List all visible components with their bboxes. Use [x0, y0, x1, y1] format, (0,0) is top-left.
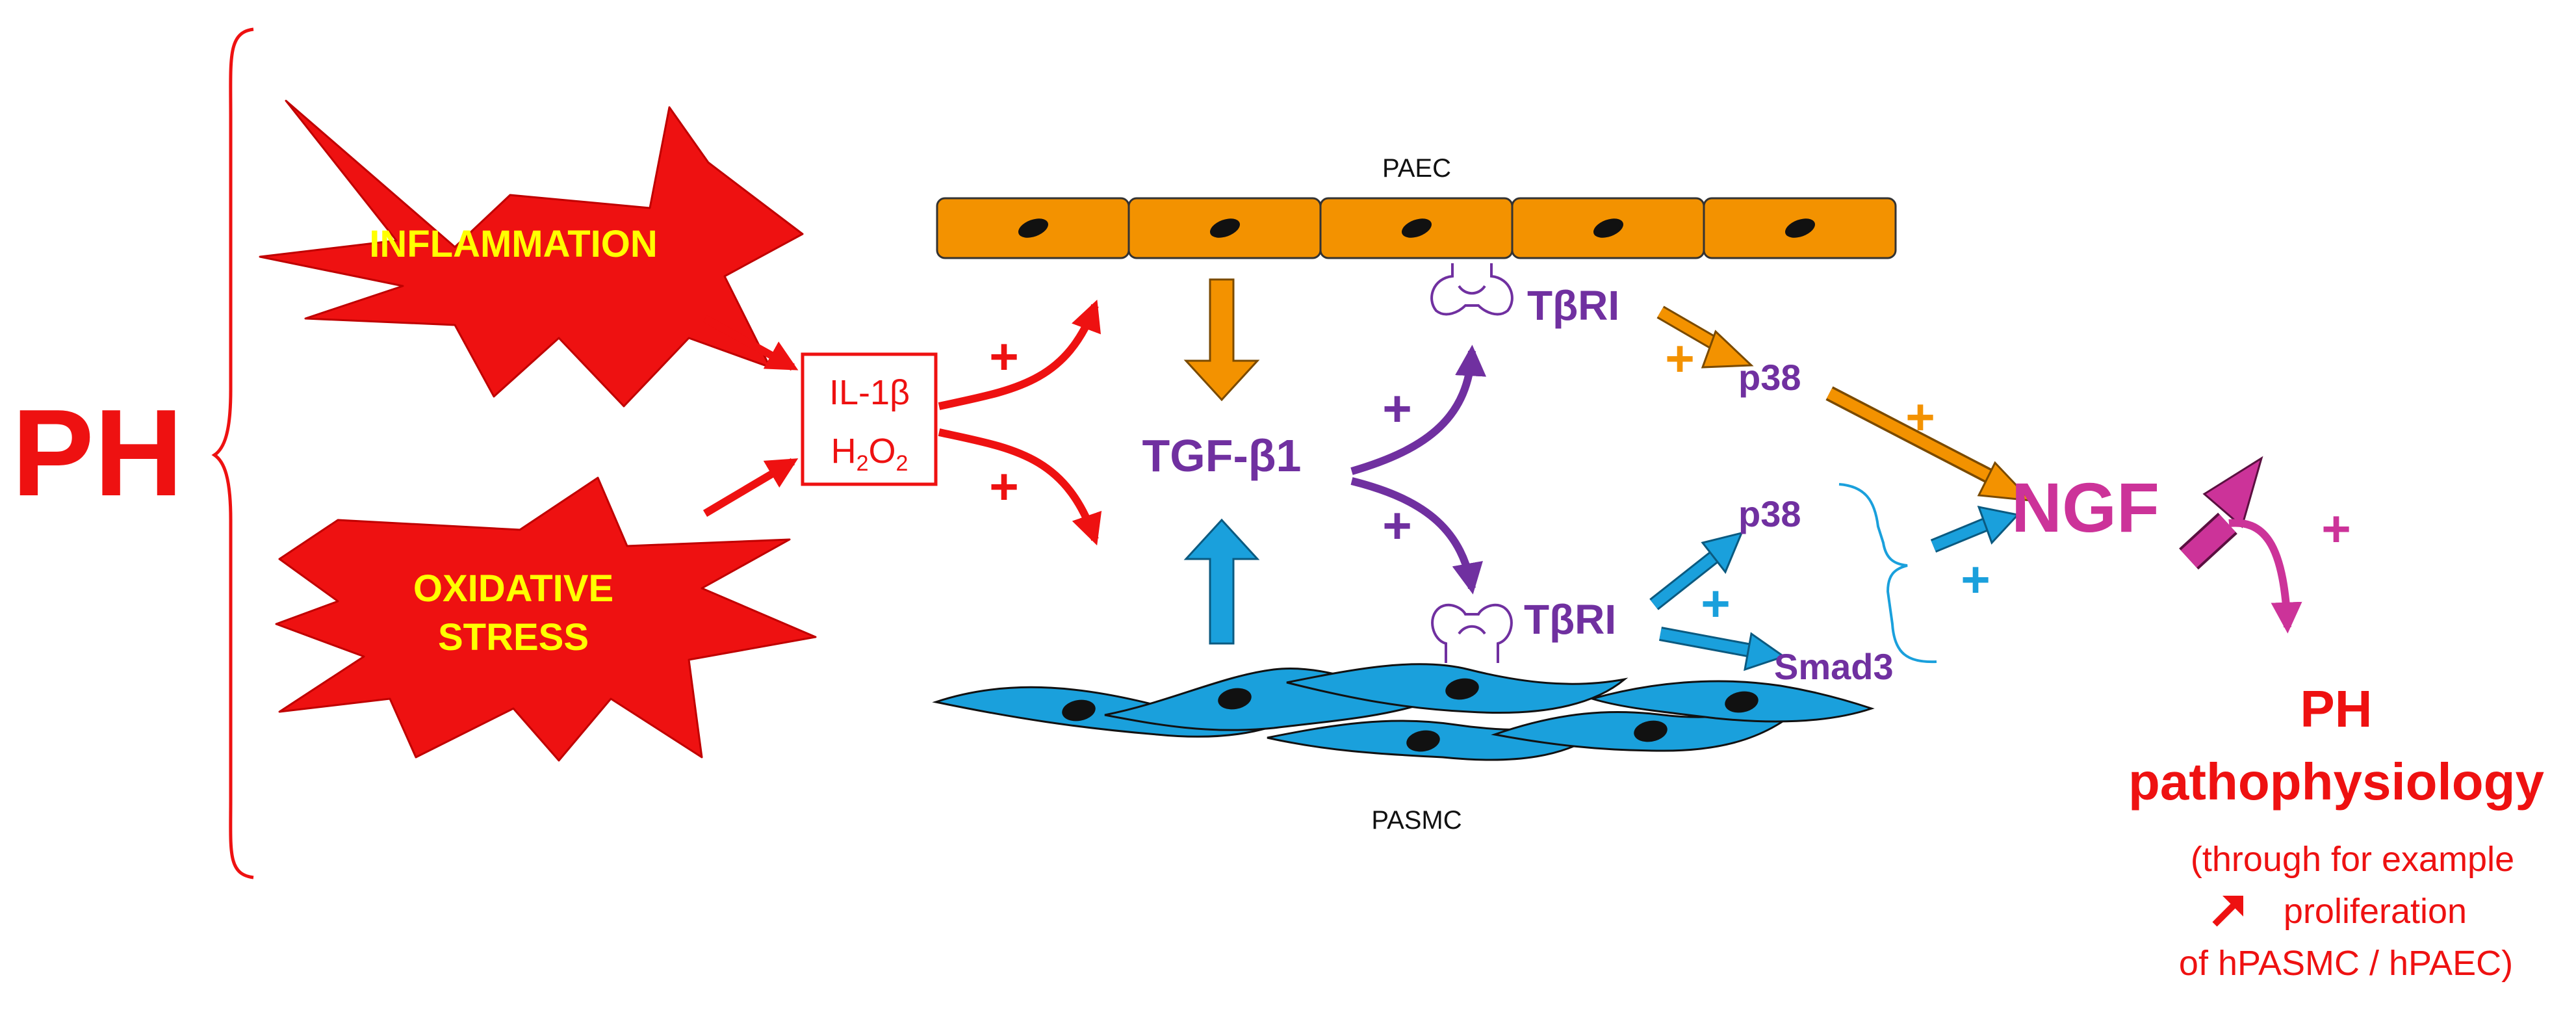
blue-brace: [1838, 483, 1937, 664]
arrow-paec-to-tgf: [1183, 278, 1260, 402]
arrow-tgf-to-tbri-bottom: [1350, 477, 1483, 595]
paec-nucleus: [1018, 218, 1048, 238]
tbri-bottom-label: TβRI: [1524, 596, 1616, 643]
outcome-note-1: (through for example: [2191, 840, 2514, 879]
arrow-p38-to-ngf: [1827, 388, 2007, 489]
smad3-label: Smad3: [1774, 646, 1894, 687]
ph-label: PH: [12, 384, 183, 522]
plus-orange-1: +: [1665, 330, 1695, 387]
left-brace: [211, 27, 254, 879]
h2o2-label: H2O2: [831, 432, 908, 476]
outcome-note-2: proliferation: [2284, 892, 2467, 931]
arrow-tgf-to-tbri-top: [1350, 344, 1487, 475]
pasmc-nucleus: [1445, 678, 1479, 700]
oxidative-stress-burst: OXIDATIVE STRESS: [275, 476, 817, 762]
arrow-tbri-to-smad3: [1659, 629, 1756, 656]
pasmc-nucleus: [1725, 691, 1758, 713]
p38-top-label: p38: [1738, 357, 1801, 398]
plus-purple-bottom: +: [1382, 497, 1412, 554]
il1b-h2o2-box: [801, 352, 938, 486]
arrow-il1b-to-pasmc: [938, 428, 1102, 546]
arrow-il1b-to-paec: [938, 300, 1101, 410]
arrow-tbri-to-p38-bottom: [1651, 551, 1719, 609]
arrow-tbri-to-p38-top-head: [1701, 330, 1754, 369]
pasmc-nucleus: [1406, 730, 1440, 752]
paec-nucleus: [1210, 218, 1240, 238]
p38-bottom-label: p38: [1738, 493, 1801, 534]
plus-blue-1: +: [1701, 575, 1731, 632]
arrow-tbri-to-smad3-head: [1744, 632, 1786, 671]
arrow-oxidative-to-il1b: [702, 458, 799, 517]
arrow-ngf-to-outcome: [2228, 519, 2302, 634]
plus-purple-top: +: [1382, 380, 1412, 437]
up-arrow-icon: [2212, 896, 2243, 927]
pasmc-nucleus: [1218, 688, 1252, 710]
oxidative-label-2: STRESS: [438, 616, 589, 658]
arrow-brace-to-ngf: [1931, 518, 1991, 551]
oxidative-label-1: OXIDATIVE: [413, 567, 613, 610]
pasmc-nucleus: [1634, 720, 1668, 742]
plus-red-top: +: [989, 328, 1019, 385]
outcome-note-3: of hPASMC / hPAEC): [2179, 944, 2513, 983]
paec-nucleus: [1402, 218, 1432, 238]
pasmc-label: PASMC: [1371, 806, 1462, 835]
arrow-pasmc-to-tgf: [1183, 518, 1260, 645]
plus-magenta: +: [2321, 500, 2351, 557]
tgf-b1-label: TGF-β1: [1142, 430, 1302, 481]
paec-nucleus: [1785, 218, 1815, 238]
paec-cell-layer: [936, 197, 1897, 259]
outcome-title-1: PH: [2300, 680, 2372, 738]
inflammation-label: INFLAMMATION: [369, 223, 658, 265]
arrow-brace-to-ngf-head: [1977, 506, 2020, 545]
inflammation-burst: INFLAMMATION: [259, 99, 804, 408]
arrow-p38-to-ngf-head: [1977, 461, 2033, 502]
arrow-inflammation-to-il1b: [703, 315, 799, 371]
plus-orange-2: +: [1905, 388, 1935, 445]
receptor-icon-bottom: [1431, 603, 1513, 663]
paec-nucleus: [1593, 218, 1623, 238]
receptor-icon-top: [1430, 263, 1513, 316]
outcome-title-2: pathophysiology: [2128, 753, 2545, 811]
paec-label: PAEC: [1382, 154, 1451, 183]
tbri-top-label: TβRI: [1527, 282, 1619, 329]
pasmc-nucleus: [1062, 699, 1096, 722]
increase-arrow-icon: [2179, 456, 2263, 570]
plus-red-bottom: +: [989, 458, 1019, 515]
il1b-label: IL-1β: [829, 373, 910, 412]
pasmc-cell-layer: [932, 663, 1875, 761]
ngf-label: NGF: [2011, 468, 2159, 547]
plus-blue-2: +: [1961, 551, 1990, 608]
arrow-tbri-to-p38-bottom-head: [1701, 531, 1744, 574]
